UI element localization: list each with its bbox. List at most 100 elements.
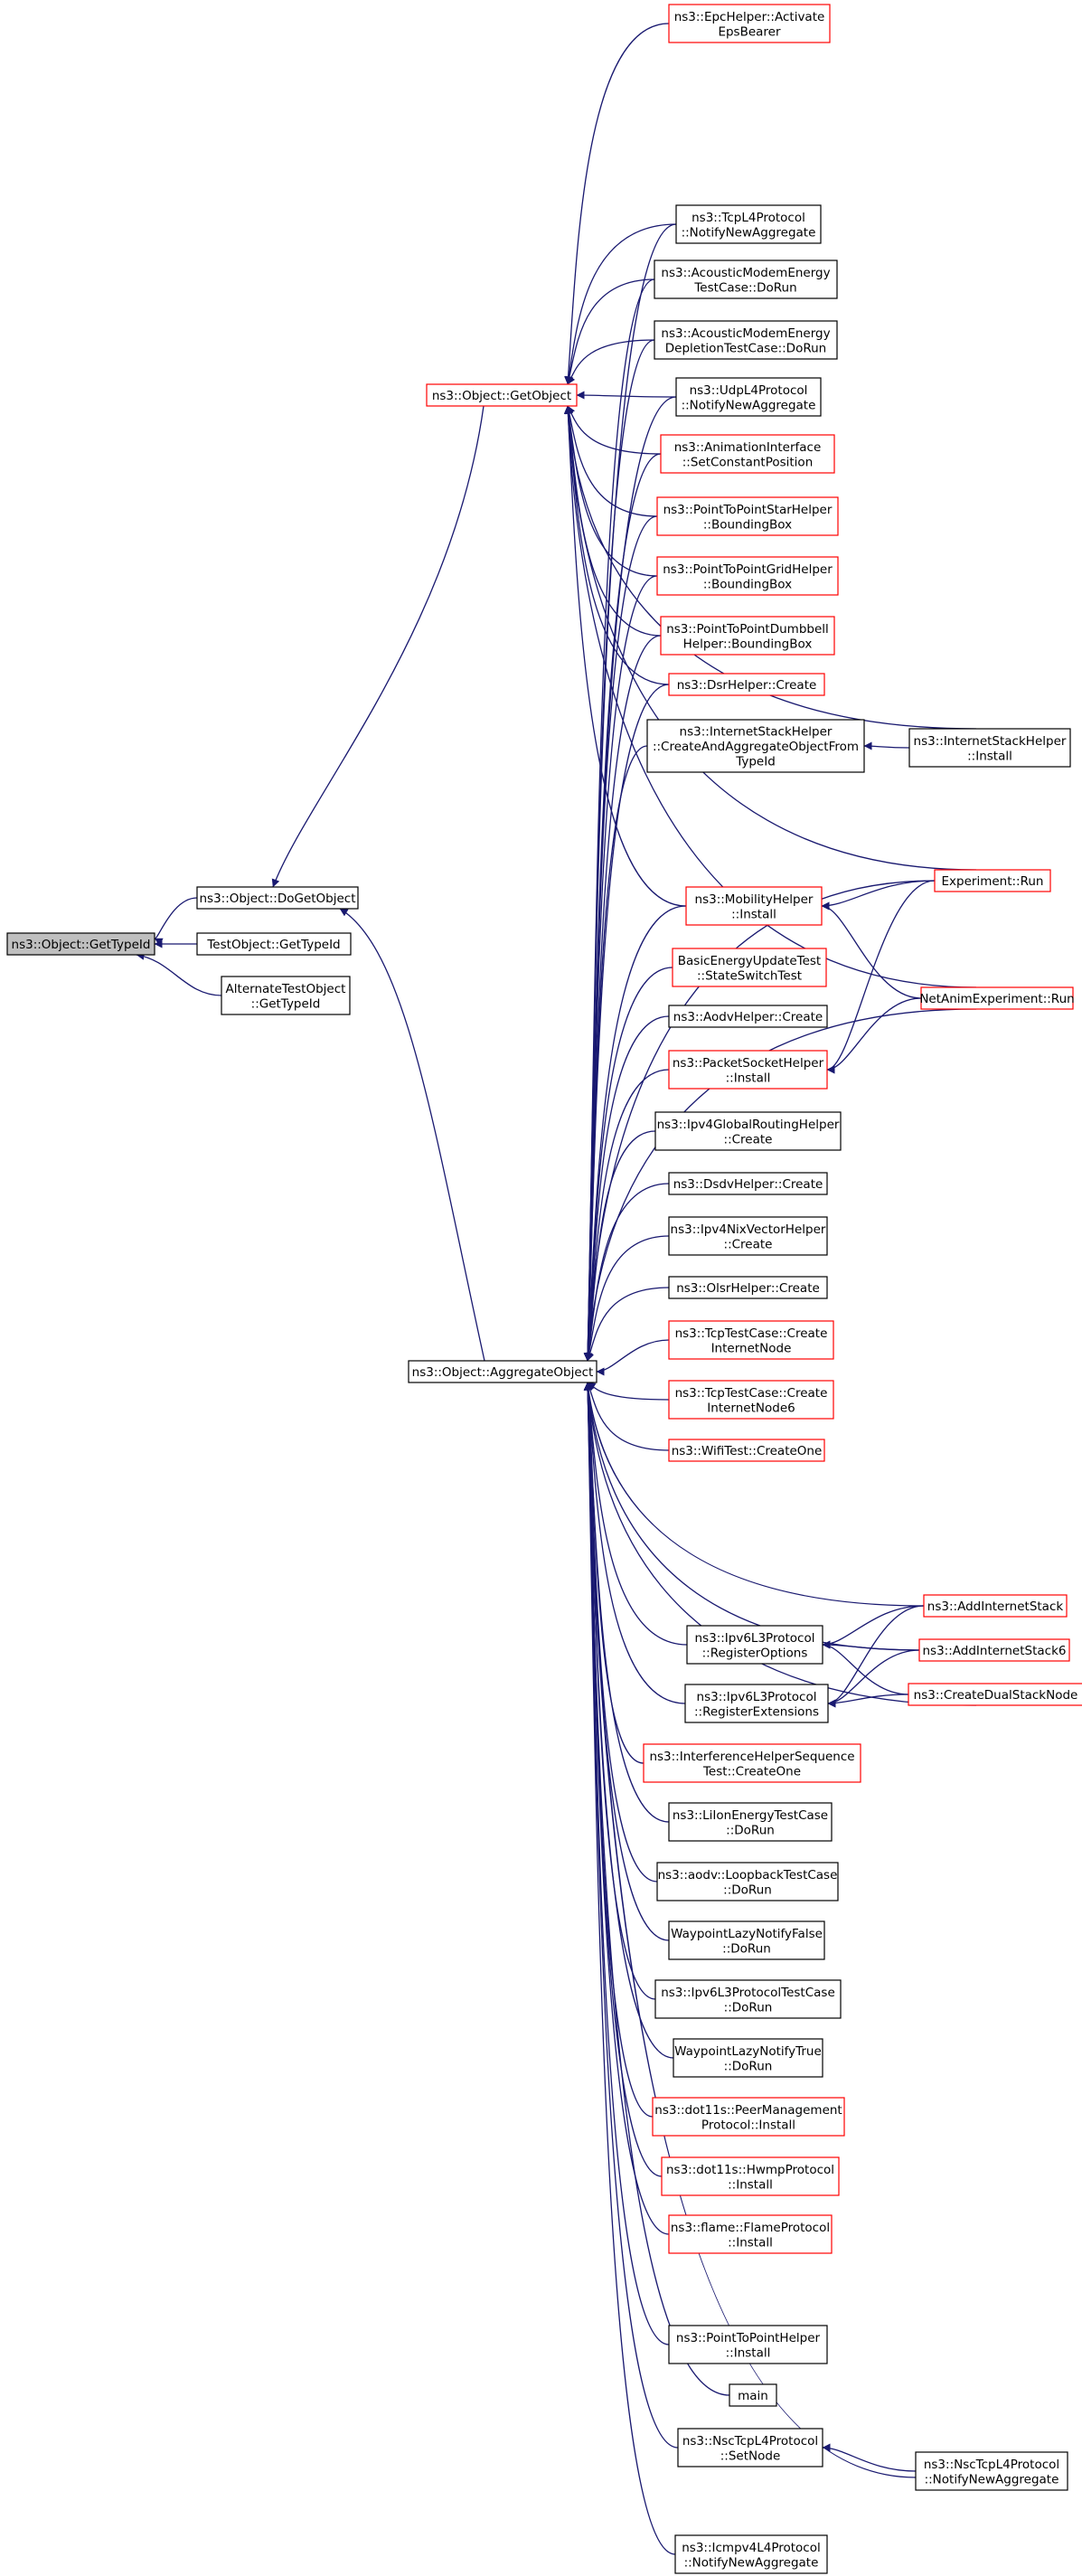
node-altTestObj[interactable]: AlternateTestObject::GetTypeId [221,976,351,1015]
node-box [675,377,822,417]
node-label: ns3::LiIonEnergyTestCase [673,1808,828,1823]
edge-ipv6RegExt-to-aggregateObject [584,1382,686,1704]
node-box [668,673,825,696]
node-liIon[interactable]: ns3::LiIonEnergyTestCase::DoRun [668,1802,833,1842]
node-label: ns3::AnimationInterface [674,440,822,455]
node-label: ns3::dot11s::PeerManagement [654,2103,842,2118]
node-ipv4Global[interactable]: ns3::Ipv4GlobalRoutingHelper::Create [654,1111,842,1151]
edge-inetInstall-to-getObject [564,405,977,730]
node-p2pDumbbell[interactable]: ns3::PointToPointDumbbellHelper::Boundin… [660,616,835,656]
node-box [908,728,1071,768]
node-createDual[interactable]: ns3::CreateDualStackNode [908,1683,1082,1706]
node-ipv6L3TestCase[interactable]: ns3::Ipv6L3ProtocolTestCase::DoRun [654,1979,842,2019]
node-label: ::Install [726,2345,771,2360]
node-box [652,2097,845,2137]
node-box [686,1625,823,1665]
node-acousticDepletion[interactable]: ns3::AcousticModemEnergyDepletionTestCas… [654,320,838,360]
node-interfHelper[interactable]: ns3::InterferenceHelperSequenceTest::Cre… [643,1743,861,1783]
node-ipv6RegExt[interactable]: ns3::Ipv6L3Protocol::RegisterExtensions [684,1684,829,1723]
node-label: ::NotifyNewAggregate [684,2555,819,2570]
node-aodvLoopback[interactable]: ns3::aodv::LoopbackTestCase::DoRun [656,1862,839,1901]
node-label: TestCase::DoRun [693,280,796,295]
node-main[interactable]: main [729,2383,777,2407]
node-expRun[interactable]: Experiment::Run [934,869,1051,892]
edge-doGetObject-to-getTypeId [154,897,198,946]
node-label: ns3::Ipv4NixVectorHelper [671,1222,826,1237]
edge-tcpTestNode-to-aggregateObject [596,1339,670,1376]
node-label: Test::CreateOne [702,1764,801,1779]
edge-ipv6L3TestCase-to-aggregateObject [583,1382,656,2000]
node-inetInstall[interactable]: ns3::InternetStackHelper::Install [908,728,1071,768]
edge-createDual-to-ipv6RegOpt [822,1640,909,1695]
node-label: ::Install [728,2235,773,2250]
node-flame[interactable]: ns3::flame::FlameProtocol::Install [668,2214,833,2254]
node-label: ns3::dot11s::HwmpProtocol [666,2163,834,2177]
node-dsrCreate[interactable]: ns3::DsrHelper::Create [668,673,825,696]
node-box [654,259,838,299]
node-olsrCreate[interactable]: ns3::OlsrHelper::Create [668,1276,828,1299]
node-label: WaypointLazyNotifyFalse [671,1927,823,1941]
node-label: ns3::AcousticModemEnergy [661,266,830,280]
node-nscNotify[interactable]: ns3::NscTcpL4Protocol::NotifyNewAggregat… [915,2451,1068,2491]
node-addInet[interactable]: ns3::AddInternetStack [923,1594,1068,1618]
node-dsdvCreate[interactable]: ns3::DsdvHelper::Create [668,1172,828,1195]
node-animSetConst[interactable]: ns3::AnimationInterface::SetConstantPosi… [660,434,835,474]
node-p2pStar[interactable]: ns3::PointToPointStarHelper::BoundingBox [656,496,839,536]
node-getObject[interactable]: ns3::Object::GetObject [426,383,578,407]
node-label: ::CreateAndAggregateObjectFrom [653,740,859,754]
node-netAnimRun[interactable]: NetAnimExperiment::Run [919,986,1075,1010]
node-label: ::DoRun [726,1823,775,1837]
node-p2pInstall[interactable]: ns3::PointToPointHelper::Install [668,2325,828,2364]
edge-nscNotify-to-nscSetNode [822,2443,917,2472]
node-ipv6RegOpt[interactable]: ns3::Ipv6L3Protocol::RegisterOptions [686,1625,823,1665]
node-testObjGetTypeId[interactable]: TestObject::GetTypeId [196,932,352,956]
edge-addInet6-to-aggregateObject [584,1382,920,1651]
edge-inetInstall-to-inetCreateAgg [863,741,910,750]
node-label: ::RegisterOptions [702,1646,808,1660]
node-label: ::DoRun [722,1941,771,1956]
node-label: ns3::Object::DoGetObject [199,892,355,906]
node-label: ns3::aodv::LoopbackTestCase [658,1868,838,1882]
node-addInet6[interactable]: ns3::AddInternetStack6 [918,1638,1070,1662]
node-ipv4Nix[interactable]: ns3::Ipv4NixVectorHelper::Create [668,1216,828,1256]
node-peerMgmt[interactable]: ns3::dot11s::PeerManagementProtocol::Ins… [652,2097,845,2137]
node-mobilityInstall[interactable]: ns3::MobilityHelper::Install [685,886,823,926]
node-nscSetNode[interactable]: ns3::NscTcpL4Protocol::SetNode [677,2428,823,2467]
node-box [685,886,823,926]
node-aodvCreate[interactable]: ns3::AodvHelper::Create [668,1005,828,1028]
node-packetSocket[interactable]: ns3::PacketSocketHelper::Install [668,1050,828,1090]
node-label: ns3::Ipv6L3Protocol [695,1631,815,1646]
node-icmpv4[interactable]: ns3::Icmpv4L4Protocol::NotifyNewAggregat… [674,2534,828,2574]
node-p2pGrid[interactable]: ns3::PointToPointGridHelper::BoundingBox [656,556,839,596]
edge-expRun-to-mobilityInstall [821,880,936,911]
node-tcpL4Notify[interactable]: ns3::TcpL4Protocol::NotifyNewAggregate [675,204,822,244]
node-box [675,204,822,244]
node-wpLazyFalse[interactable]: WaypointLazyNotifyFalse::DoRun [668,1920,825,1960]
node-label: ns3::EpcHelper::Activate [674,10,825,24]
node-label: ns3::TcpTestCase::Create [675,1326,828,1341]
node-box [196,932,352,956]
node-basicEnergy[interactable]: BasicEnergyUpdateTest::StateSwitchTest [672,948,827,987]
node-aggregateObject[interactable]: ns3::Object::AggregateObject [408,1360,597,1383]
node-label: ns3::InternetStackHelper [680,725,833,740]
node-label: ns3::PointToPointDumbbell [666,622,829,637]
node-inetCreateAgg[interactable]: ns3::InternetStackHelper::CreateAndAggre… [646,719,865,773]
node-label: ns3::Object::AggregateObject [412,1365,594,1380]
edge-tcpTestNode6-to-aggregateObject [587,1382,670,1401]
edge-udpL4Notify-to-getObject [576,391,677,400]
node-label: ns3::Object::GetTypeId [12,938,151,952]
node-label: ns3::OlsrHelper::Create [676,1281,820,1296]
node-getTypeId[interactable]: ns3::Object::GetTypeId [6,932,155,956]
node-doGetObject[interactable]: ns3::Object::DoGetObject [196,886,359,910]
node-hwmp[interactable]: ns3::dot11s::HwmpProtocol::Install [661,2156,840,2196]
edge-aodvCreate-to-aggregateObject [584,1015,670,1362]
node-wifiTest[interactable]: ns3::WifiTest::CreateOne [668,1439,825,1462]
node-udpL4Notify[interactable]: ns3::UdpL4Protocol::NotifyNewAggregate [675,377,822,417]
node-wpLazyTrue[interactable]: WaypointLazyNotifyTrue::DoRun [673,2038,823,2078]
node-box [426,383,578,407]
node-box [673,2038,823,2078]
